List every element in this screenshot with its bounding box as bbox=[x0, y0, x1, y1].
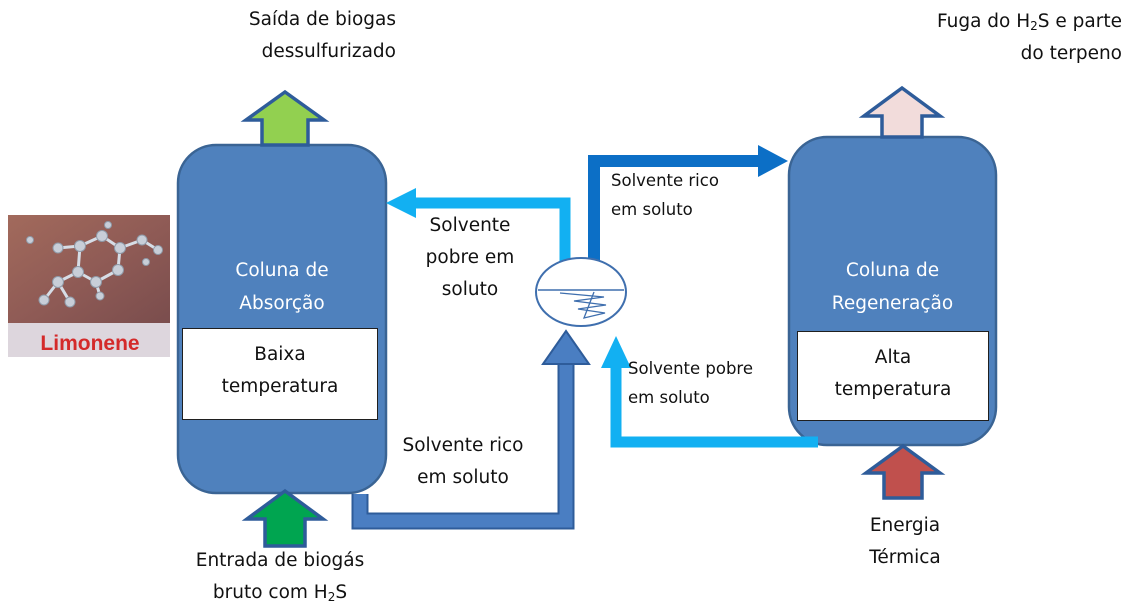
limonene-label: Limonene bbox=[40, 332, 140, 355]
low-temperature-box: Baixa temperatura bbox=[182, 328, 378, 420]
h2s-escape-output-label: Fuga do H2S e parte do terpeno bbox=[936, 11, 1122, 64]
lean-solvent-from-regenerator-label: Solvente pobre em soluto bbox=[628, 359, 754, 407]
h2s-escape-output-arrow bbox=[858, 85, 946, 139]
raw-biogas-input-label: Entrada de biogás bruto com H2S bbox=[195, 550, 365, 604]
rich-solvent-pipe-absorber bbox=[351, 329, 591, 530]
desulfurized-biogas-output-arrow bbox=[240, 89, 330, 147]
lean-solvent-pipe-regenerator bbox=[601, 336, 818, 448]
regeneration-column-label: Coluna de Regeneração bbox=[831, 260, 954, 314]
thermal-energy-input-label: Energia Térmica bbox=[869, 515, 941, 568]
rich-solvent-from-absorber-label: Solvente rico em soluto bbox=[402, 435, 524, 488]
lean-solvent-pipe-absorber bbox=[386, 188, 571, 262]
raw-biogas-input-arrow bbox=[241, 488, 329, 548]
lean-solvent-to-absorber-label: Solvente pobre em soluto bbox=[425, 215, 515, 300]
absorption-column-label: Coluna de Absorção bbox=[235, 260, 329, 314]
limonene-molecule-image bbox=[8, 215, 170, 357]
thermal-energy-input-arrow bbox=[860, 443, 946, 500]
high-temperature-box: Alta temperatura bbox=[797, 331, 989, 421]
desulfurized-biogas-output-label: Saída de biogas dessulfurizado bbox=[248, 9, 396, 62]
rich-solvent-to-regenerator-label: Solvente rico em soluto bbox=[611, 171, 719, 219]
rich-solvent-pipe-regenerator bbox=[588, 145, 788, 262]
heat-exchanger bbox=[535, 257, 627, 327]
